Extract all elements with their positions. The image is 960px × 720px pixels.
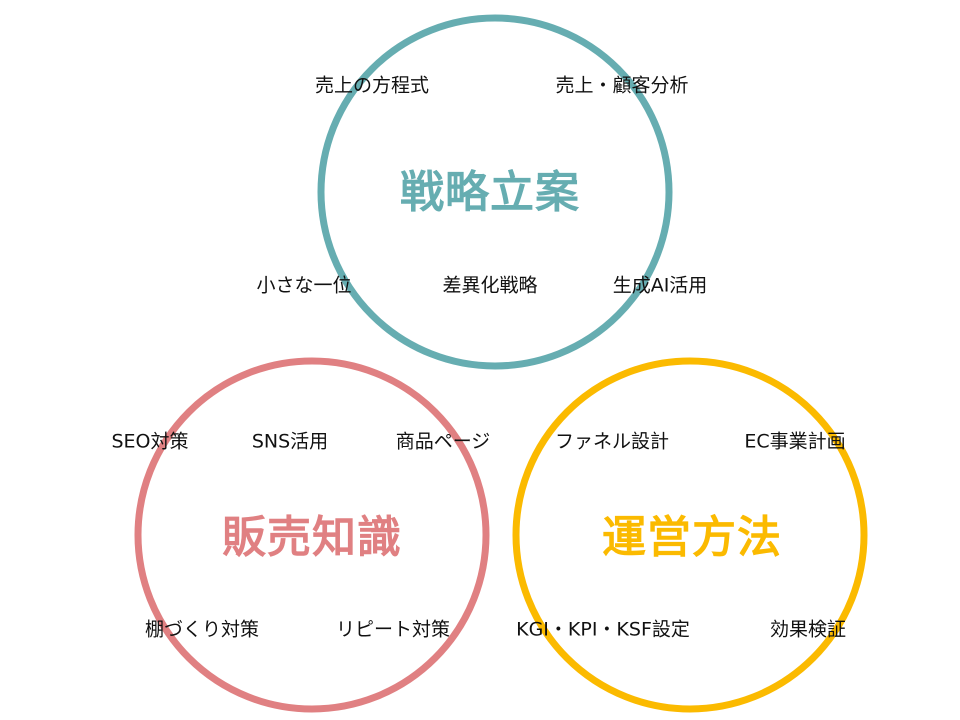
sales-item: SEO対策 [111, 430, 189, 453]
strategy-item: 小さな一位 [256, 274, 352, 297]
operations-item: 効果検証 [769, 618, 847, 641]
sales-item: リピート対策 [335, 618, 451, 641]
strategy-item: 差異化戦略 [442, 274, 538, 297]
strategy-circle [317, 14, 673, 370]
operations-item: ファネル設計 [554, 430, 670, 453]
strategy-item: 売上の方程式 [314, 74, 430, 97]
strategy-item: 生成AI活用 [612, 274, 708, 297]
strategy-title: 戦略立案 [400, 167, 580, 218]
sales-title: 販売知識 [222, 512, 402, 563]
operations-title: 運営方法 [602, 512, 782, 563]
sales-circle [134, 357, 490, 713]
operations-circle [512, 357, 868, 713]
sales-item: SNS活用 [251, 430, 329, 453]
operations-item: EC事業計画 [744, 430, 846, 453]
sales-item: 棚づくり対策 [144, 618, 260, 641]
operations-item: KGI・KPI・KSF設定 [516, 618, 690, 641]
strategy-item: 売上・顧客分析 [555, 74, 689, 97]
sales-item: 商品ページ [395, 430, 491, 453]
